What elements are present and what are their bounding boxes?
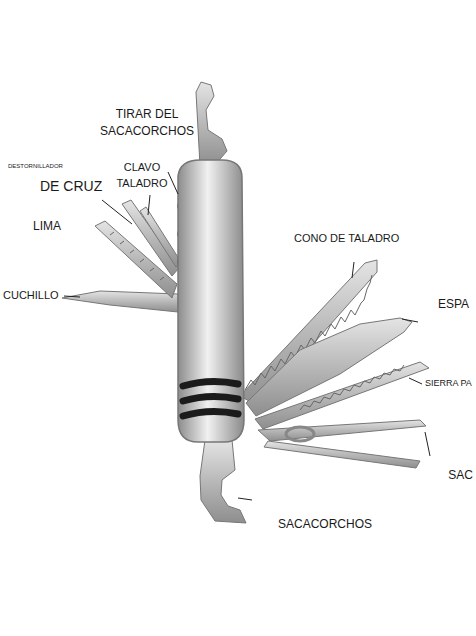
knife-blade <box>62 291 178 312</box>
screwdriver-blade <box>122 200 179 276</box>
tool-label: ESPA <box>438 296 469 313</box>
bottle-opener <box>196 82 227 166</box>
handle <box>178 160 244 442</box>
tool-label: SAC <box>448 467 473 484</box>
scaler-blade <box>255 362 429 429</box>
tool-label: DE CRUZ <box>40 176 102 196</box>
scaler-teeth <box>300 365 404 410</box>
scissors-spring <box>286 427 314 441</box>
leader-lines <box>64 172 430 500</box>
tool-label: CLAVO TALADRO <box>116 160 167 192</box>
grip-bands <box>183 381 238 416</box>
tool-label: TIRAR DEL SACACORCHOS <box>99 106 195 141</box>
scissors-blade <box>264 441 420 468</box>
tool-label: DESTORNILLADOR <box>8 162 63 171</box>
awl <box>140 207 181 267</box>
tool-label: SIERRA PA <box>425 377 472 390</box>
tool-label: LIMA <box>33 218 61 235</box>
can-opener <box>200 440 246 523</box>
scissors-blade <box>258 420 426 441</box>
tool-label: CONO DE TALADRO <box>294 231 399 247</box>
tool-label: CUCHILLO <box>3 288 59 304</box>
tool-label: SACACORCHOS <box>278 516 372 533</box>
